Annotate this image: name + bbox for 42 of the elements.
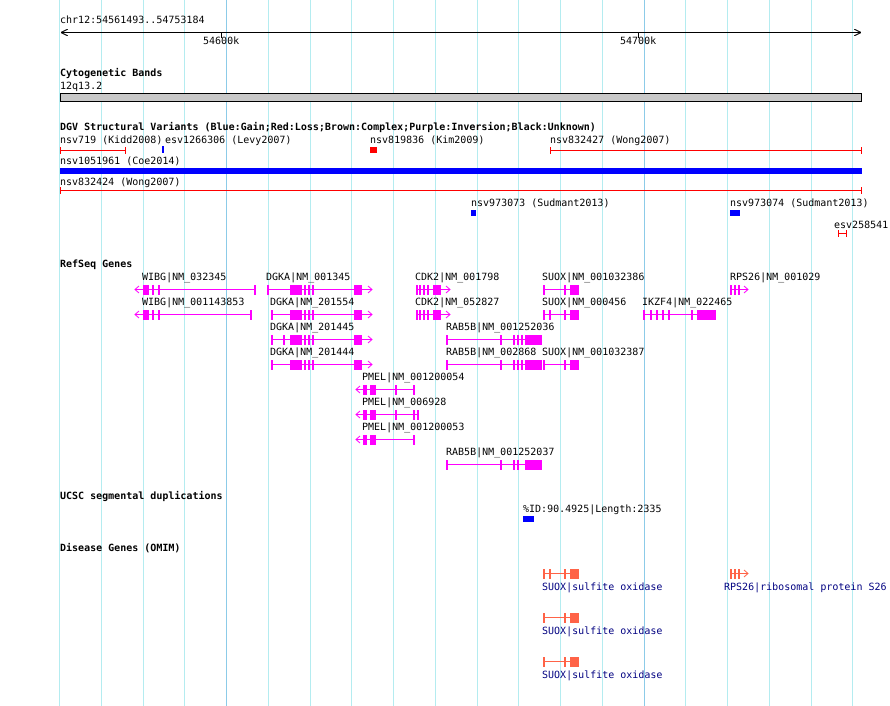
gene-label: DGKA|NM_201445 — [270, 321, 354, 334]
disease-gene-label: RPS26|ribosomal protein S26 — [724, 581, 887, 594]
gene-label: RAB5B|NM_001252037 — [446, 446, 554, 459]
gene-label: DGKA|NM_001345 — [266, 271, 350, 284]
gene-label: SUOX|NM_001032387 — [542, 346, 644, 359]
disease-gene-label: SUOX|sulfite oxidase — [542, 625, 662, 638]
variant-label: nsv832427 (Wong2007) — [550, 134, 670, 147]
variant-label: nsv973073 (Sudmant2013) — [471, 197, 610, 210]
gene-label: DGKA|NM_201554 — [270, 296, 354, 309]
feature-label: %ID:90.4925|Length:2335 — [523, 503, 662, 516]
gene-label: SUOX|NM_000456 — [542, 296, 626, 309]
variant-label: nsv819836 (Kim2009) — [370, 134, 484, 147]
gene-label: RPS26|NM_001029 — [730, 271, 820, 284]
gene-label: CDK2|NM_001798 — [415, 271, 500, 284]
variant-label: esv258541 — [834, 219, 888, 232]
variant-label: nsv719 (Kidd2008) — [60, 134, 162, 147]
gene-label: WIBG|NM_001143853 — [142, 296, 244, 309]
track-title: DGV Structural Variants (Blue:Gain;Red:Loss;Brown:Complex;Purple:Inversion;Black:Unknown) — [60, 121, 596, 134]
track-title: Cytogenetic Bands — [60, 67, 162, 80]
disease-gene-label: SUOX|sulfite oxidase — [542, 669, 662, 682]
gene-label: RAB5B|NM_001252036 — [446, 321, 554, 334]
variant-label: nsv1051961 (Coe2014) — [60, 155, 180, 168]
tick-label: 54700k — [620, 35, 656, 48]
gene-label: RAB5B|NM_002868 — [446, 346, 536, 359]
gene-label: WIBG|NM_032345 — [142, 271, 226, 284]
variant-label: esv1266306 (Levy2007) — [165, 134, 292, 147]
band-label: 12q13.2 — [60, 80, 102, 93]
gene-label: PMEL|NM_001200054 — [362, 371, 464, 384]
variant-label: nsv832424 (Wong2007) — [60, 176, 180, 189]
variant-label: nsv973074 (Sudmant2013) — [730, 197, 868, 210]
track-title: RefSeq Genes — [60, 258, 132, 271]
coordinate-range: chr12:54561493..54753184 — [60, 14, 204, 27]
gene-label: PMEL|NM_001200053 — [362, 421, 464, 434]
track-title: UCSC segmental duplications — [60, 490, 223, 503]
gene-label: SUOX|NM_001032386 — [542, 271, 644, 284]
disease-gene-label: SUOX|sulfite oxidase — [542, 581, 662, 594]
gene-label: CDK2|NM_052827 — [415, 296, 500, 309]
gene-label: PMEL|NM_006928 — [362, 396, 446, 409]
gene-label: DGKA|NM_201444 — [270, 346, 354, 359]
track-title: Disease Genes (OMIM) — [60, 542, 180, 555]
tick-label: 54600k — [203, 35, 240, 48]
gene-label: IKZF4|NM_022465 — [642, 296, 732, 309]
